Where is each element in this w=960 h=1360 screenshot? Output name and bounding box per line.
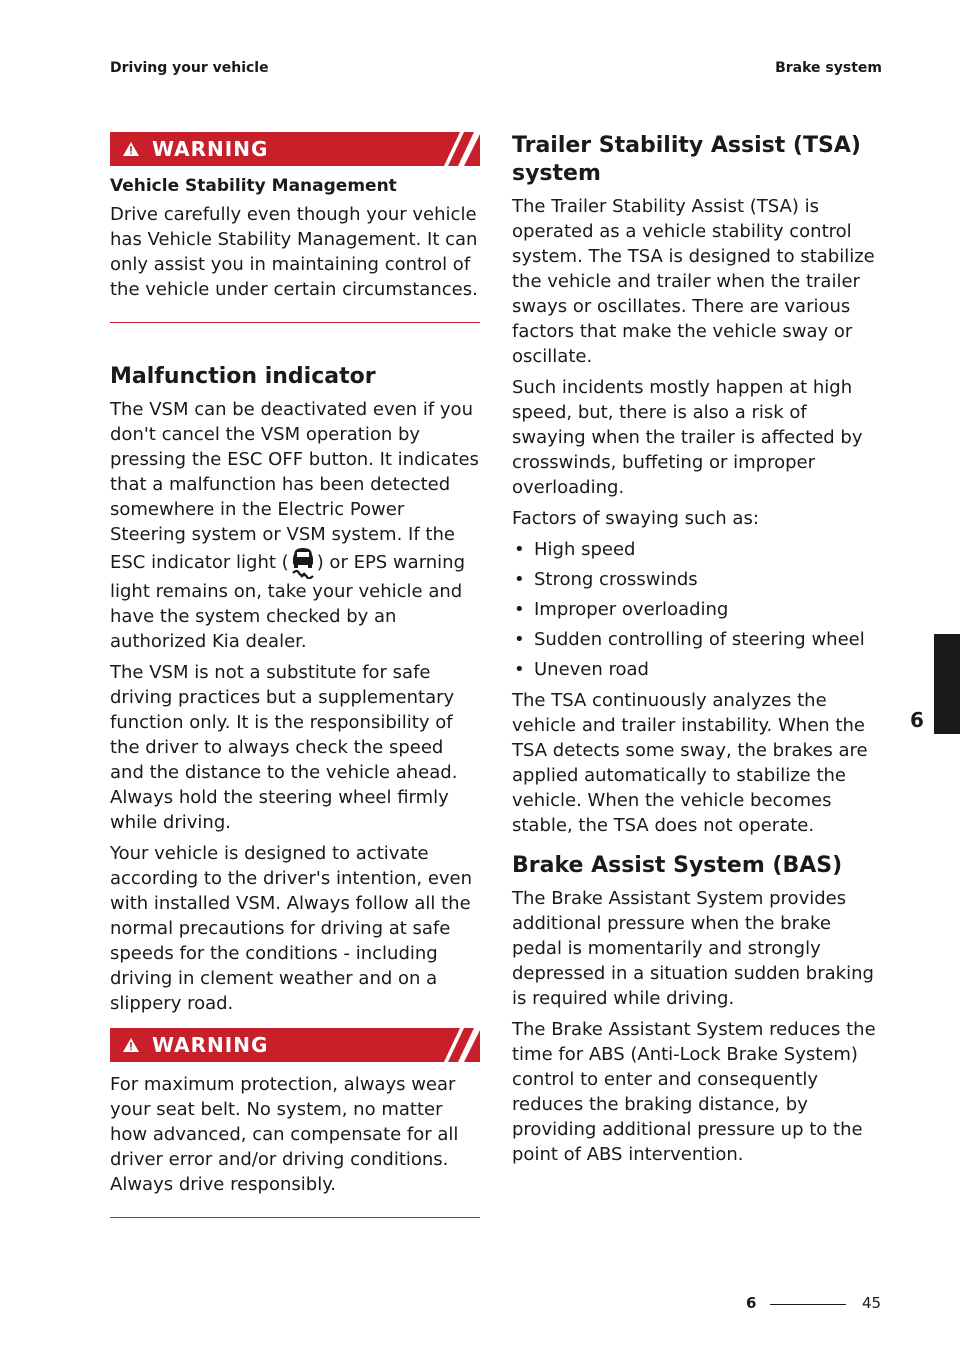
tsa-paragraph-4: The TSA continuously analyzes the vehicl… [512,690,868,836]
section-heading-malfunction: Malfunction indicator [110,364,376,389]
warning-stripes-icon [434,132,480,166]
footer-chapter: 6 [746,1294,757,1312]
left-column: WARNING Vehicle Stability Management Dri… [110,132,480,1218]
right-column: Trailer Stability Assist (TSA) system Th… [512,132,884,1167]
list-item: •Uneven road [514,659,649,680]
running-header-left: Driving your vehicle [110,60,269,76]
section-heading-tsa: Trailer Stability Assist (TSA) system [512,133,861,186]
malfunction-paragraph-2: The VSM is not a substitute for safe dri… [110,662,458,833]
malfunction-paragraph-1: The VSM can be deactivated even if you d… [110,397,480,654]
bas-paragraph-1: The Brake Assistant System provides addi… [512,888,874,1009]
warning-title: Vehicle Stability Management [110,176,397,196]
warning-body: Drive carefully even though your vehicle… [110,204,478,300]
warning-divider [110,322,480,323]
warning-body-2: For maximum protection, always wear your… [110,1074,459,1195]
malfunction-p1-a: The VSM can be deactivated even if you d… [110,399,479,573]
footer-divider [770,1304,846,1305]
chapter-tab-number: 6 [910,708,924,732]
malfunction-paragraph-3: Your vehicle is designed to activate acc… [110,843,473,1014]
list-item: •Sudden controlling of steering wheel [514,629,865,650]
warning-triangle-icon [123,1038,139,1052]
chapter-tab [934,634,960,734]
footer-page-number: 45 [862,1294,882,1312]
warning-banner: WARNING [110,132,480,166]
esc-indicator-icon [291,548,314,579]
running-header-right: Brake system [775,60,882,76]
malfunction-p1-b: ) or EPS warning light remains on, take … [110,552,466,652]
list-item: •Strong crosswinds [514,569,698,590]
bas-paragraph-2: The Brake Assistant System reduces the t… [512,1019,876,1165]
warning-triangle-icon [123,142,139,156]
list-item: •High speed [514,539,636,560]
tsa-paragraph-3: Factors of swaying such as: [512,508,759,529]
list-item: •Improper overloading [514,599,729,620]
tsa-paragraph-1: The Trailer Stability Assist (TSA) is op… [512,196,875,367]
warning-label-2: WARNING [152,1033,269,1057]
tsa-paragraph-2: Such incidents mostly happen at high spe… [512,377,863,498]
warning-stripes-icon [434,1028,480,1062]
warning-label: WARNING [152,137,269,161]
sway-factors-list: •High speed •Strong crosswinds •Improper… [512,537,884,682]
warning-banner-2: WARNING [110,1028,480,1062]
warning-divider-2 [110,1217,480,1218]
section-heading-bas: Brake Assist System (BAS) [512,853,843,878]
